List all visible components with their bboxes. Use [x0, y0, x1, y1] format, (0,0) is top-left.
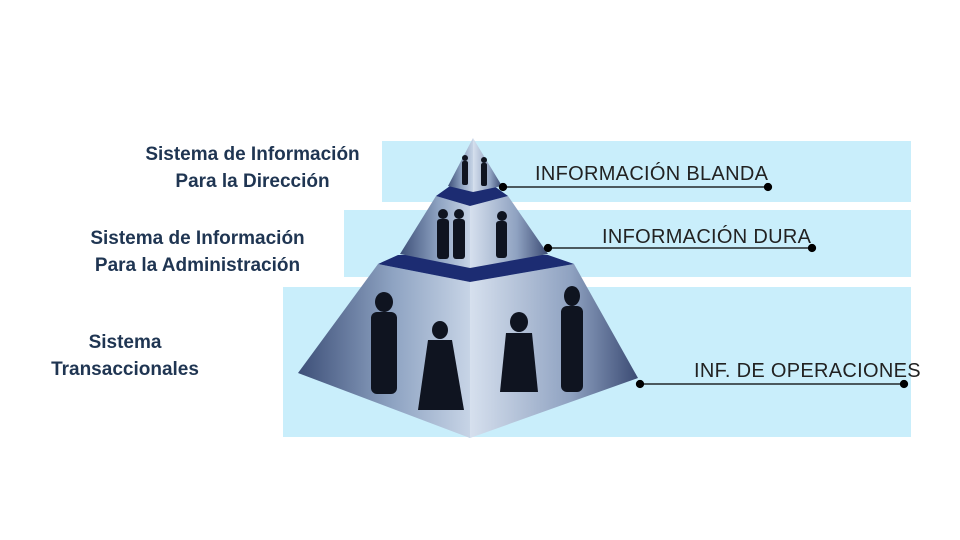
people-silhouettes [371, 155, 583, 410]
connector-lines [498, 182, 909, 389]
label-sistema-transaccionales: Sistema Transaccionales [25, 329, 225, 383]
label-line: Sistema de Información [90, 228, 305, 249]
label-line: Para la Administración [94, 255, 301, 276]
pyramid-level-bottom [298, 255, 638, 438]
label-line: Sistema de Información [145, 144, 360, 165]
label-sistema-direccion: Sistema de Información Para la Dirección [120, 141, 385, 195]
info-dura-label: INFORMACIÓN DURA [602, 226, 812, 248]
pyramid-level-middle [400, 186, 548, 268]
info-blanda-label: INFORMACIÓN BLANDA [535, 163, 769, 185]
label-line: Sistema [88, 332, 162, 353]
info-operaciones-label: INF. DE OPERACIONES [694, 360, 921, 382]
pyramid-level-top [448, 138, 502, 192]
label-sistema-administracion: Sistema de Información Para la Administr… [70, 225, 325, 279]
label-line: Para la Dirección [175, 171, 330, 192]
label-line: Transaccionales [51, 359, 199, 380]
